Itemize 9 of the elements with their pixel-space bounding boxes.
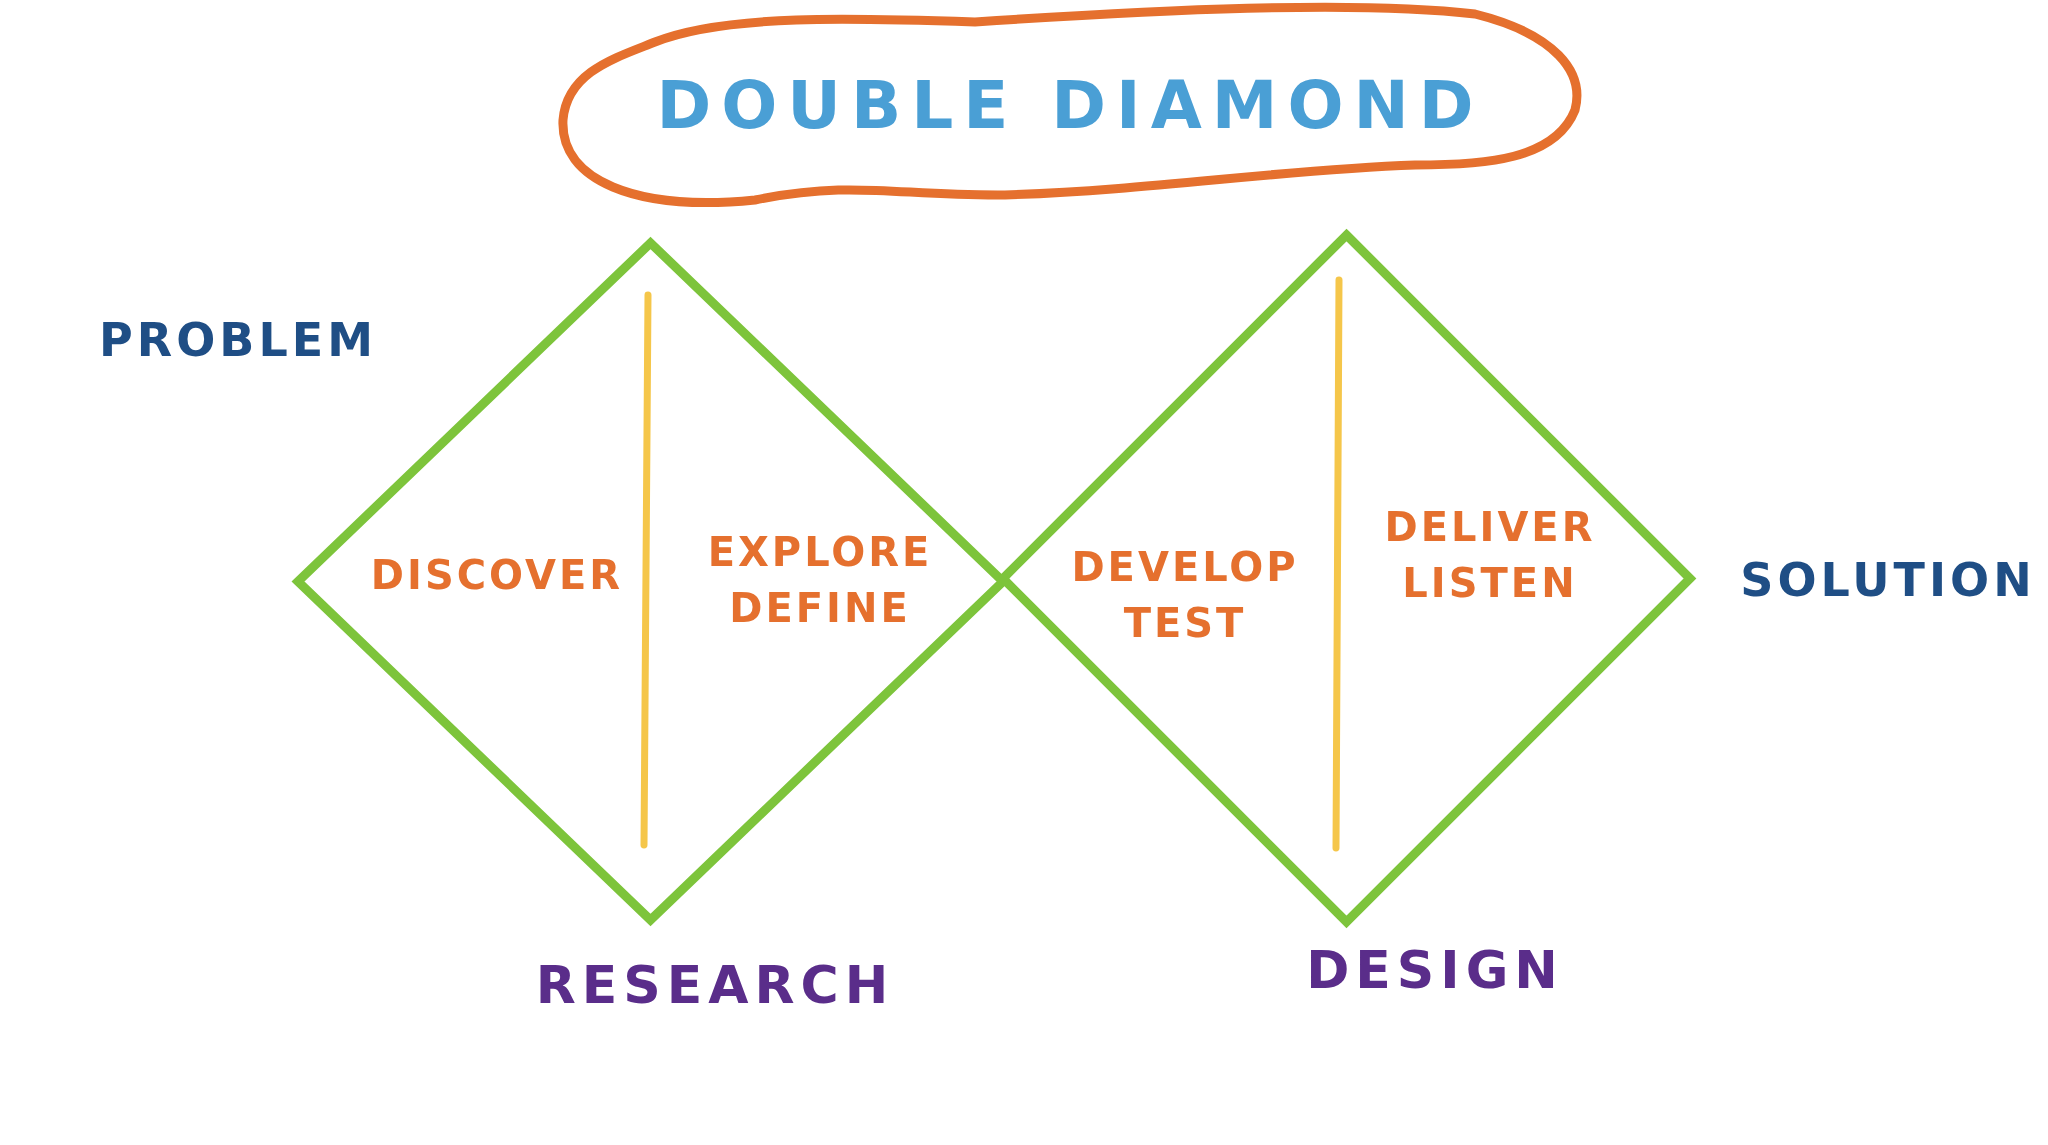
cloud-label: DOUBLE DIAMOND [656, 66, 1484, 144]
stage-label: DESIGN [1306, 940, 1564, 1000]
phase-label: DISCOVER [370, 551, 624, 600]
phase-label: EXPLORE DEFINE [707, 528, 933, 633]
phase-label: DELIVER LISTEN [1384, 503, 1596, 608]
side-label: PROBLEM [99, 313, 377, 367]
phase-label: DEVELOP TEST [1071, 543, 1299, 648]
stage-label: RESEARCH [535, 955, 895, 1015]
side-label: SOLUTION [1740, 553, 2036, 607]
